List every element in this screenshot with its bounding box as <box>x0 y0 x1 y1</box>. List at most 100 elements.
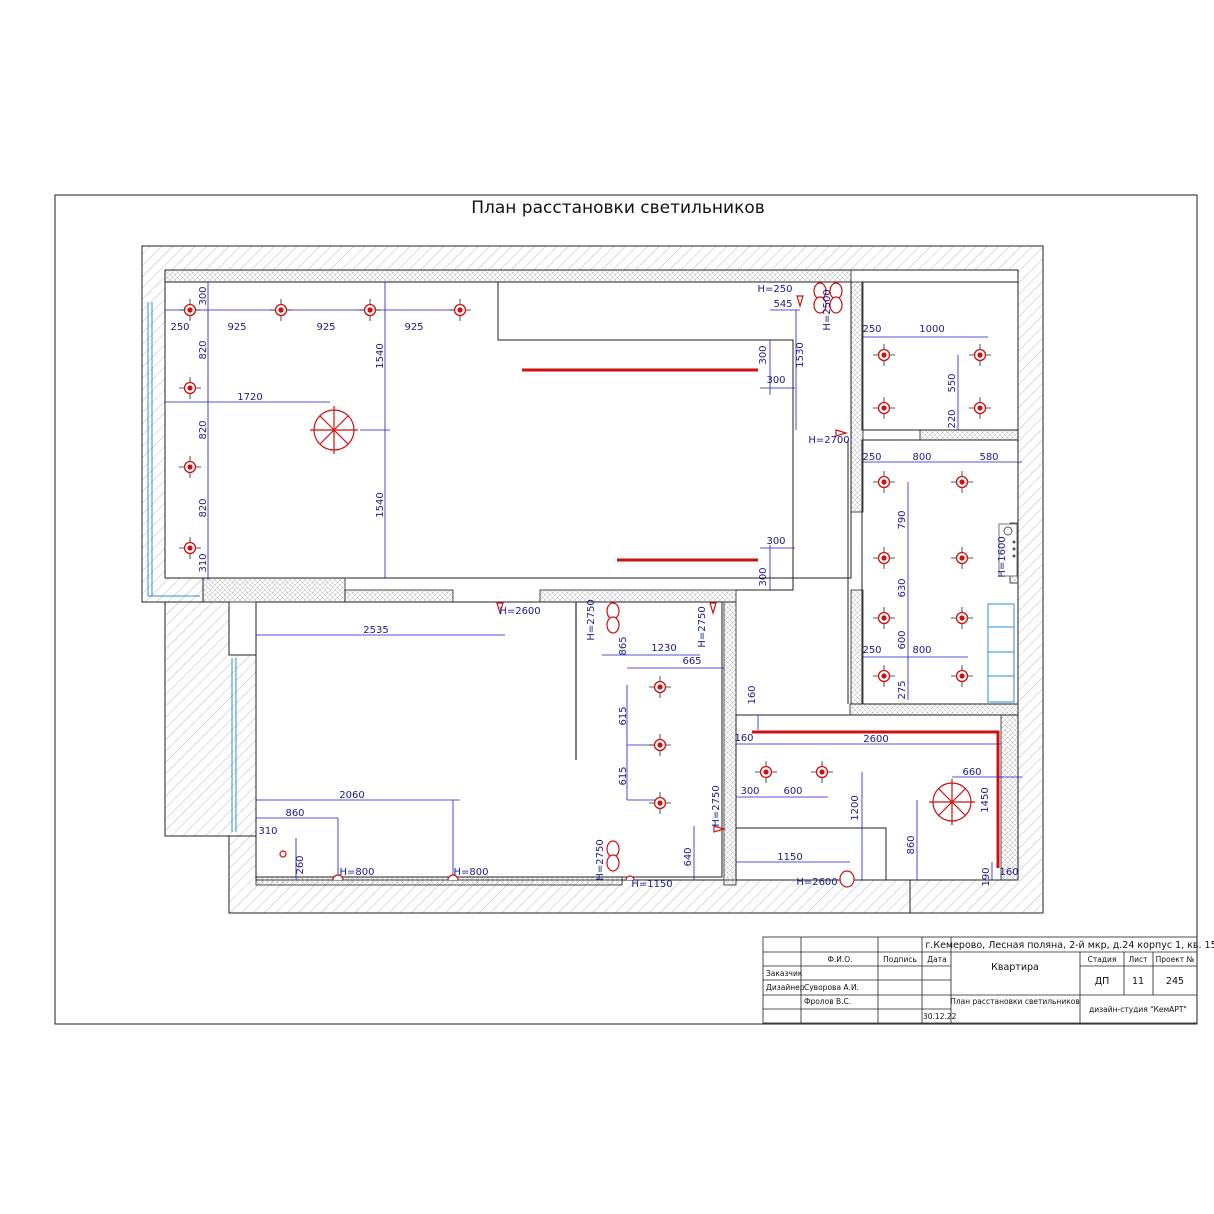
svg-text:1720: 1720 <box>237 392 262 403</box>
svg-text:245: 245 <box>1166 976 1184 987</box>
svg-text:250: 250 <box>862 452 881 463</box>
svg-text:11: 11 <box>1132 976 1144 987</box>
svg-text:250: 250 <box>862 324 881 335</box>
svg-text:865: 865 <box>618 636 629 655</box>
svg-text:545: 545 <box>773 299 792 310</box>
svg-text:600: 600 <box>783 786 802 797</box>
svg-text:160: 160 <box>999 867 1018 878</box>
svg-text:660: 660 <box>962 767 981 778</box>
svg-text:300: 300 <box>758 345 769 364</box>
svg-text:820: 820 <box>198 340 209 359</box>
svg-text:H=2750: H=2750 <box>697 606 708 647</box>
dimension-labels: 250 925 925 925 1720 H=250 545 300 H=270… <box>170 284 1018 890</box>
svg-text:H=2750: H=2750 <box>586 599 597 640</box>
svg-text:190: 190 <box>981 867 992 886</box>
svg-text:Дизайнер: Дизайнер <box>766 983 805 992</box>
svg-text:300: 300 <box>740 786 759 797</box>
svg-text:H=800: H=800 <box>340 867 375 878</box>
svg-text:260: 260 <box>295 855 306 874</box>
svg-text:Проект №: Проект № <box>1156 955 1195 964</box>
title-block-text: г.Кемерово, Лесная поляна, 2-й мкр, д.24… <box>766 940 1214 1021</box>
svg-text:1540: 1540 <box>375 492 386 517</box>
svg-text:Заказчик: Заказчик <box>766 969 803 978</box>
svg-text:275: 275 <box>897 680 908 699</box>
dimension-lines <box>165 282 1022 880</box>
svg-text:160: 160 <box>734 733 753 744</box>
room-outlines <box>164 281 1019 881</box>
svg-text:615: 615 <box>618 766 629 785</box>
svg-text:1230: 1230 <box>651 643 676 654</box>
svg-text:250: 250 <box>170 322 189 333</box>
svg-text:310: 310 <box>198 553 209 572</box>
svg-text:30.12.22: 30.12.22 <box>923 1012 957 1021</box>
svg-text:925: 925 <box>404 322 423 333</box>
svg-text:925: 925 <box>227 322 246 333</box>
svg-text:820: 820 <box>198 420 209 439</box>
svg-text:550: 550 <box>947 373 958 392</box>
drawing-title: План расстановки светильников <box>471 198 765 218</box>
track-lights <box>522 368 1000 868</box>
svg-text:2600: 2600 <box>863 734 888 745</box>
dimension-labels-vertical: 300 820 820 820 310 1540 1540 H=2500 300… <box>198 286 1008 886</box>
svg-text:Квартира: Квартира <box>991 962 1039 973</box>
svg-text:300: 300 <box>758 567 769 586</box>
svg-text:дизайн-студия "КемАРТ": дизайн-студия "КемАРТ" <box>1089 1005 1187 1014</box>
svg-text:Суворова А.И.: Суворова А.И. <box>804 983 859 992</box>
svg-text:665: 665 <box>682 656 701 667</box>
svg-text:H=1600: H=1600 <box>997 536 1008 577</box>
svg-text:ДП: ДП <box>1095 976 1110 987</box>
windows <box>147 302 1015 832</box>
svg-text:Стадия: Стадия <box>1088 955 1117 964</box>
chandelier-icon <box>929 779 975 825</box>
svg-text:г.Кемерово, Лесная поляна, 2-й: г.Кемерово, Лесная поляна, 2-й мкр, д.24… <box>925 940 1214 951</box>
svg-text:1200: 1200 <box>850 795 861 820</box>
svg-text:H=2600: H=2600 <box>499 606 540 617</box>
title-block <box>762 936 1198 1024</box>
svg-text:300: 300 <box>198 286 209 305</box>
svg-text:860: 860 <box>285 808 304 819</box>
svg-text:615: 615 <box>618 706 629 725</box>
svg-text:640: 640 <box>683 847 694 866</box>
svg-text:2060: 2060 <box>339 790 364 801</box>
svg-text:1150: 1150 <box>777 852 802 863</box>
svg-text:План расстановки светильников: План расстановки светильников <box>950 997 1080 1006</box>
svg-text:H=800: H=800 <box>454 867 489 878</box>
svg-text:800: 800 <box>912 452 931 463</box>
svg-text:860: 860 <box>906 835 917 854</box>
svg-text:820: 820 <box>198 498 209 517</box>
svg-text:925: 925 <box>316 322 335 333</box>
svg-text:300: 300 <box>766 375 785 386</box>
sheet-frame <box>54 194 1198 1025</box>
svg-text:Ф.И.О.: Ф.И.О. <box>827 955 852 964</box>
svg-text:1000: 1000 <box>919 324 944 335</box>
svg-text:Дата: Дата <box>927 955 946 964</box>
svg-text:580: 580 <box>979 452 998 463</box>
svg-text:160: 160 <box>747 685 758 704</box>
svg-text:220: 220 <box>947 409 958 428</box>
svg-text:630: 630 <box>897 578 908 597</box>
svg-text:H=2600: H=2600 <box>796 877 837 888</box>
svg-text:300: 300 <box>766 536 785 547</box>
svg-text:600: 600 <box>897 630 908 649</box>
svg-text:Лист: Лист <box>1128 955 1148 964</box>
svg-text:310: 310 <box>258 826 277 837</box>
partitions <box>164 269 1019 886</box>
socket-icon <box>998 523 1018 577</box>
svg-text:H=2750: H=2750 <box>595 839 606 880</box>
svg-text:H=2700: H=2700 <box>808 435 849 446</box>
svg-text:1540: 1540 <box>375 343 386 368</box>
svg-text:1450: 1450 <box>980 787 991 812</box>
svg-text:250: 250 <box>862 645 881 656</box>
svg-text:H=2750: H=2750 <box>711 785 722 826</box>
chandelier-icon <box>310 406 358 454</box>
svg-text:790: 790 <box>897 510 908 529</box>
sconce-icons <box>279 282 855 888</box>
svg-text:H=1150: H=1150 <box>631 879 672 890</box>
svg-text:Подпись: Подпись <box>883 955 917 964</box>
svg-text:Фролов В.С.: Фролов В.С. <box>804 997 851 1006</box>
svg-text:2535: 2535 <box>363 625 388 636</box>
svg-text:H=2500: H=2500 <box>822 289 833 330</box>
svg-text:H=250: H=250 <box>758 284 793 295</box>
svg-text:1530: 1530 <box>795 342 806 367</box>
